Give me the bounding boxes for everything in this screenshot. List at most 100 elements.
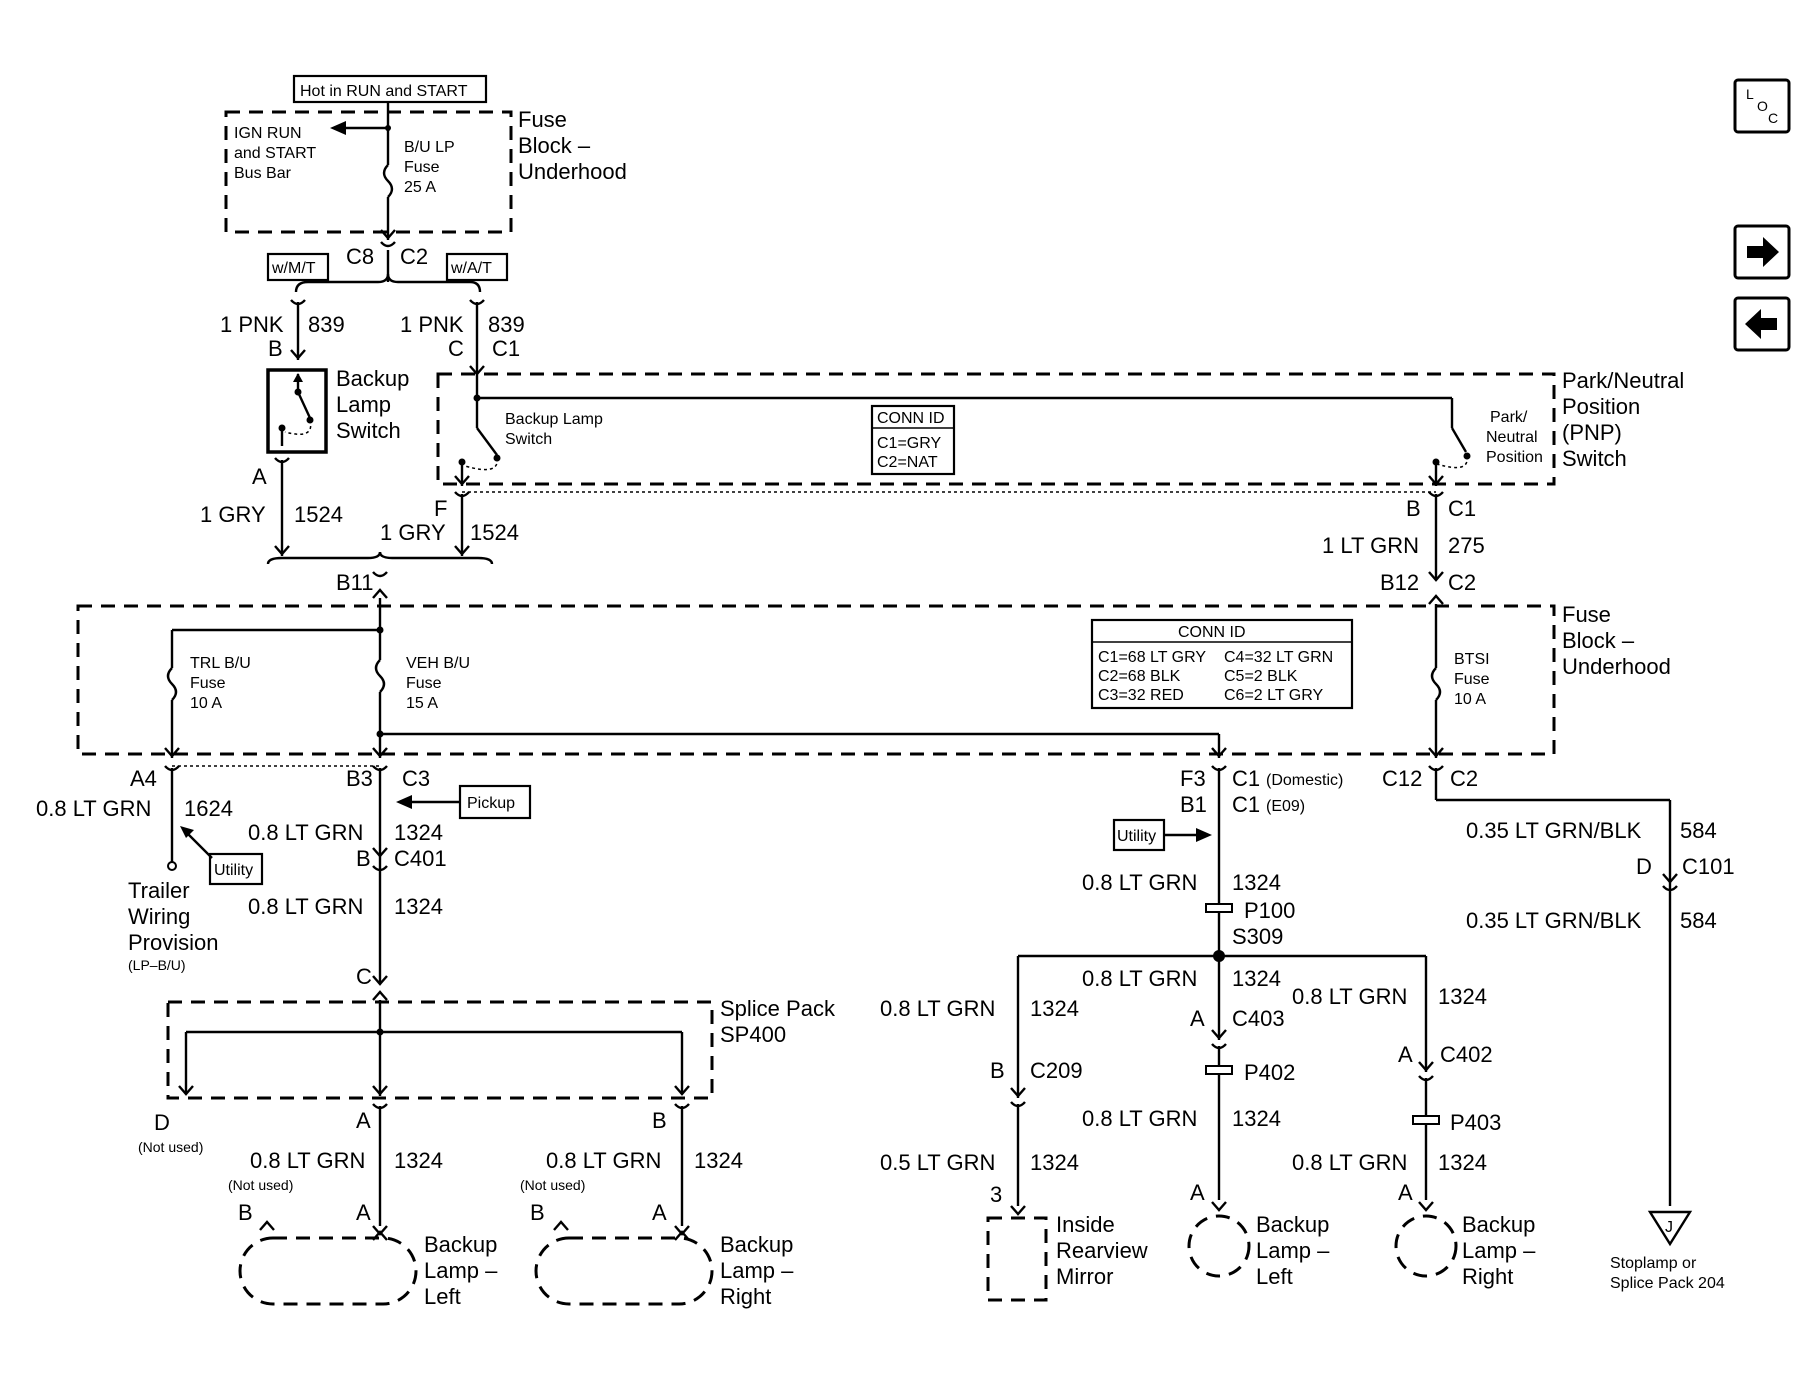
fuse-block-underhood-middle — [76, 604, 1556, 756]
fuse-symbol — [382, 164, 394, 198]
num-1324-p100: 1324 — [1232, 870, 1281, 895]
j-connector-symbol — [1647, 1210, 1693, 1247]
num-1324-c403: 1324 — [1232, 966, 1281, 991]
trailer-title-4: (LP–B/U) — [128, 957, 186, 973]
loc-icon[interactable]: L O C — [1733, 78, 1791, 134]
wire-08-a: 0.8 LT GRN — [248, 820, 363, 845]
num-1624: 1624 — [184, 796, 233, 821]
pin-3-mirror: 3 — [990, 1182, 1002, 1207]
utility-left-label: Utility — [214, 862, 253, 879]
wire-08-b: 0.8 LT GRN — [248, 894, 363, 919]
conn-id-line-1: C1=GRY — [877, 435, 942, 452]
veh-fuse-label-2: Fuse — [406, 675, 442, 692]
fuse-block-title: Fuse — [518, 107, 567, 132]
pin-a-switch: A — [252, 464, 267, 489]
wire-839-b: 839 — [488, 312, 525, 337]
ign-run-label-3: Bus Bar — [234, 165, 292, 182]
conn-id-2-a1: C1=68 LT GRY — [1098, 649, 1206, 666]
backup-lamp-right-2-symbol — [1394, 1214, 1458, 1278]
fuse-block-title-2: Block – — [518, 133, 591, 158]
lamp-left-title: Backup — [424, 1232, 497, 1257]
trailer-title-3: Provision — [128, 930, 218, 955]
pin-b-sp: B — [652, 1108, 667, 1133]
svg-text:L: L — [1746, 86, 1754, 102]
pickup-label: Pickup — [467, 795, 515, 812]
lamp-right-title-2: Lamp – — [720, 1258, 794, 1283]
connector-c209: C209 — [1030, 1058, 1083, 1083]
lamp-left-2-title: Backup — [1256, 1212, 1329, 1237]
veh-fuse-label: VEH B/U — [406, 655, 470, 672]
wire-035-b: 0.35 LT GRN/BLK — [1466, 908, 1642, 933]
arrow-left-icon[interactable] — [1733, 296, 1791, 352]
lamp-left-2-title-3: Left — [1256, 1264, 1293, 1289]
conn-c1-pnp: C1 — [1448, 496, 1476, 521]
lamp-left-title-3: Left — [424, 1284, 461, 1309]
connector-c401: C401 — [394, 846, 447, 871]
pnp-title-2: Position — [1562, 394, 1640, 419]
pin-f: F — [434, 496, 447, 521]
connector-c2: C2 — [400, 244, 428, 269]
pnp-switch-box — [436, 372, 1556, 486]
bulp-fuse-label: B/U LP — [404, 139, 455, 156]
backup-lamp-right-symbol — [534, 1236, 714, 1306]
wire-275: 275 — [1448, 533, 1485, 558]
p402-symbol — [1205, 1065, 1233, 1075]
hot-run-start-box — [292, 74, 488, 104]
pin-a-lamp-left-2: A — [1190, 1180, 1205, 1205]
conn-id-box-fuse — [1090, 618, 1354, 710]
connector-c12: C12 — [1382, 766, 1422, 791]
pnp-park-label-2: Neutral — [1486, 429, 1538, 446]
lamp-right-2-title-2: Lamp – — [1462, 1238, 1536, 1263]
connector-c402: C402 — [1440, 1042, 1493, 1067]
pin-c-sp: C — [356, 964, 372, 989]
utility-box-left — [208, 852, 264, 886]
connector-a4: A4 — [130, 766, 157, 791]
conn-c1-b: C1 — [492, 336, 520, 361]
conn-id-2-a2: C2=68 BLK — [1098, 668, 1181, 685]
mirror-title: Inside — [1056, 1212, 1115, 1237]
connector-p100: P100 — [1244, 898, 1295, 923]
conn-id-2-b2: C5=2 BLK — [1224, 668, 1298, 685]
pnp-park-label-3: Position — [1486, 449, 1543, 466]
pnp-title: Park/Neutral — [1562, 368, 1684, 393]
fuse-block-underhood-top — [224, 110, 513, 234]
num-1324-c209: 1324 — [1030, 996, 1079, 1021]
backup-lamp-left-2-symbol — [1187, 1214, 1251, 1278]
wire-08-p402: 0.8 LT GRN — [1082, 1106, 1197, 1131]
pin-c-b: C — [448, 336, 464, 361]
trailer-title-2: Wiring — [128, 904, 190, 929]
lamp-l-pin-a: A — [356, 1200, 371, 1225]
trailer-title: Trailer — [128, 878, 190, 903]
connector-b11: B11 — [336, 570, 374, 595]
btsi-label-3: 10 A — [1454, 691, 1486, 708]
num-1324-p403: 1324 — [1438, 1150, 1487, 1175]
connector-b3: B3 — [346, 766, 373, 791]
wire-1pnk-a: 1 PNK — [220, 312, 284, 337]
lamp-r-pin-b: B — [530, 1200, 545, 1225]
wire-839-a: 839 — [308, 312, 345, 337]
connector-c3: C3 — [402, 766, 430, 791]
lamp-left-2-title-2: Lamp – — [1256, 1238, 1330, 1263]
not-used-r: (Not used) — [520, 1177, 585, 1193]
arrow-right-icon[interactable] — [1733, 224, 1791, 280]
num-584-a: 584 — [1680, 818, 1717, 843]
mirror-title-3: Mirror — [1056, 1264, 1113, 1289]
j-label: J — [1665, 1219, 1673, 1236]
wire-08-1624: 0.8 LT GRN — [36, 796, 151, 821]
lamp-right-2-title: Backup — [1462, 1212, 1535, 1237]
inside-rearview-mirror-symbol — [986, 1216, 1048, 1302]
wat-label: w/A/T — [450, 260, 492, 277]
lamp-r-pin-a: A — [652, 1200, 667, 1225]
pnp-backup-label: Backup Lamp — [505, 411, 603, 428]
fuse-block-middle-title: Fuse — [1562, 602, 1611, 627]
connector-c1-dom: C1 — [1232, 766, 1260, 791]
stoplamp-label-2: Splice Pack 204 — [1610, 1275, 1725, 1292]
pnp-backup-label-2: Switch — [505, 431, 552, 448]
num-1324-a: 1324 — [394, 820, 443, 845]
num-1324-left: 1324 — [394, 1148, 443, 1173]
conn-id-2-title: CONN ID — [1178, 624, 1246, 641]
wire-08-right: 0.8 LT GRN — [546, 1148, 661, 1173]
lamp-right-title: Backup — [720, 1232, 793, 1257]
conn-id-2-b1: C4=32 LT GRN — [1224, 649, 1333, 666]
